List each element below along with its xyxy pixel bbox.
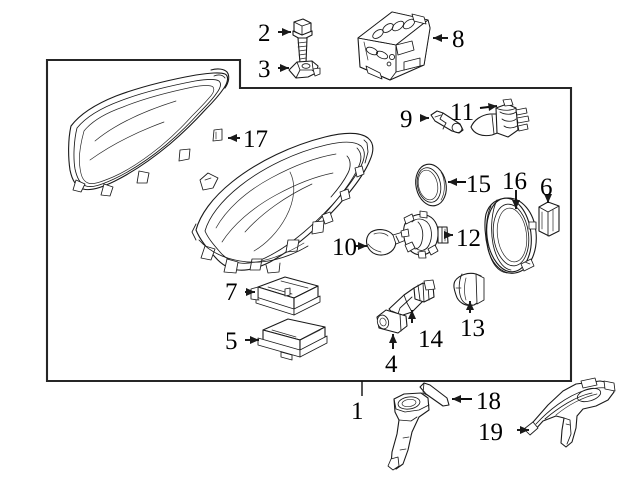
callout-19-label: 19 [478,419,503,446]
bulb-cap-cover-part [453,272,485,306]
callout-13-leader [466,301,474,313]
callout-3-label: 3 [258,56,271,83]
headlamp-lens-part [68,68,230,197]
callout-5-leader [245,336,259,344]
callout-2-label: 2 [258,20,271,47]
igniter-module-part [357,11,431,81]
headlamp-housing-part [191,132,374,274]
callout-12-leader [444,231,453,239]
headlamp-mount-bracket-right-part [523,377,616,448]
callout-2-leader [278,28,291,36]
callout-12-label: 12 [456,225,481,252]
callout-9-leader [420,114,429,122]
callout-14-label: 14 [418,326,444,353]
callout-13-label: 13 [460,315,485,342]
mounting-clip-bracket-part [288,60,321,79]
callout-10-leader [356,242,367,250]
callout-16-label: 16 [502,168,527,195]
halogen-bulb-part [470,98,530,138]
callout-5-label: 5 [225,328,238,355]
callout-15-leader [448,178,466,186]
callout-7-leader [245,288,255,296]
capless-wedge-bulb-part [430,110,464,134]
callout-1-label: 1 [351,398,364,425]
callout-18-label: 18 [476,388,501,415]
callout-14-leader [408,310,416,323]
bulb-socket-connector-part [388,279,436,318]
callout-16-leader [512,190,520,209]
seal-gasket-ring-part [415,163,447,207]
callout-11-label: 11 [450,99,474,126]
headlamp-mount-bracket-left-part [387,382,450,471]
callout-10-label: 10 [332,234,357,261]
callout-17-label: 17 [243,126,268,153]
headlamp-control-unit-part [250,276,321,316]
callout-9-label: 9 [400,106,413,133]
main-assembly-frame [45,58,573,383]
callout-15-label: 15 [466,171,491,198]
callout-6-leader [544,194,552,203]
callout-6-label: 6 [540,174,553,201]
signal-bulb-part [366,229,407,256]
callout-8-leader [433,34,448,42]
bulb-socket-holder-part [400,210,449,259]
hex-flange-bolt-part [292,18,313,64]
callout-18-leader [452,395,472,403]
bulb-socket-sleeve-part [376,309,408,334]
callout-8-label: 8 [452,26,465,53]
retainer-wedge-clip-part [538,201,560,237]
callout-11-leader [479,103,498,111]
callout-7-label: 7 [225,279,238,306]
callout-19-leader [517,426,529,434]
access-cover-ring-part [484,197,537,274]
callout-4-label: 4 [385,351,398,378]
callout-17-leader [228,134,240,142]
callout-3-leader [278,64,289,72]
callout-4-leader [389,334,397,349]
ballast-control-module-part [257,318,328,361]
